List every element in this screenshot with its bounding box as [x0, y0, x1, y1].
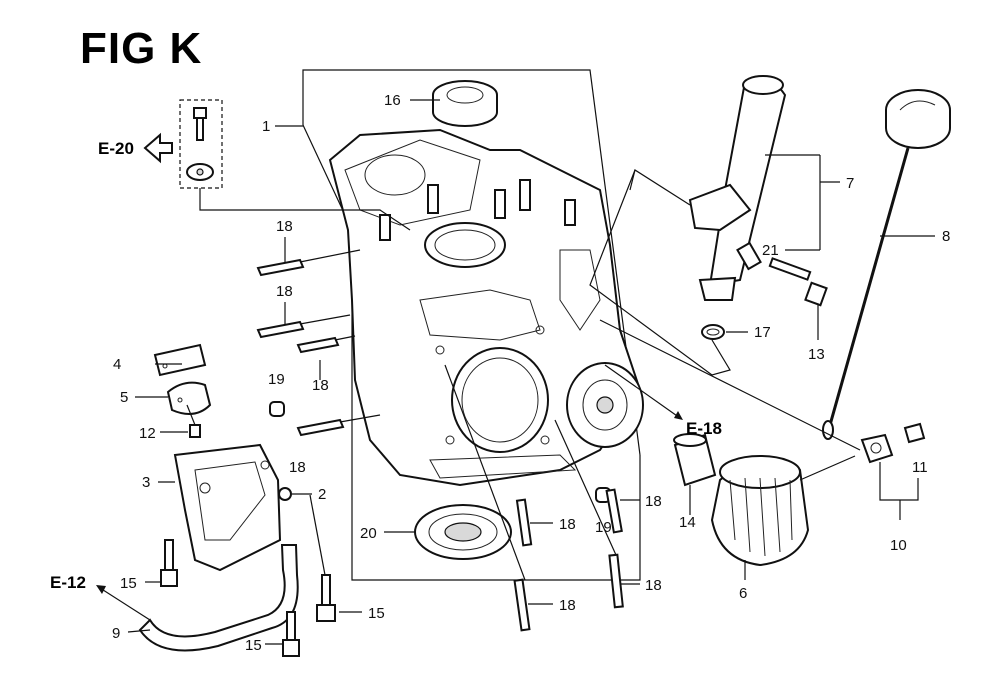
dipstick-part-8	[822, 89, 951, 440]
callout-18-e: 18	[559, 516, 576, 533]
leader-to-oil-switch	[599, 319, 861, 451]
callout-18-c: 18	[312, 377, 329, 394]
callout-15-bottom: 15	[245, 637, 262, 654]
o-ring-part-17	[701, 324, 725, 340]
callout-9: 9	[112, 625, 120, 642]
callout-11: 11	[912, 459, 928, 476]
callout-18-d: 18	[289, 459, 306, 476]
connector-part-11	[903, 422, 926, 444]
callout-17: 17	[754, 324, 771, 341]
callout-14: 14	[679, 514, 696, 531]
bracket-part-3	[173, 443, 282, 572]
callout-5: 5	[120, 389, 128, 406]
callout-8: 8	[942, 228, 950, 245]
callout-18-b: 18	[276, 283, 293, 300]
callout-19-a: 19	[268, 371, 285, 388]
bolt-part-13	[768, 257, 828, 307]
callout-4: 4	[113, 356, 121, 373]
oil-switch-part-10	[799, 433, 919, 520]
reference-e20: E-20	[98, 139, 134, 158]
reference-e12: E-12	[50, 573, 86, 592]
e12-leader	[96, 585, 151, 621]
e18-leader	[604, 364, 683, 420]
callout-18-g: 18	[645, 577, 662, 594]
callout-1: 1	[262, 118, 270, 135]
callout-6: 6	[739, 585, 747, 602]
stud-bolts-left	[256, 249, 381, 437]
callout-21: 21	[762, 242, 779, 259]
breather-hose-part-9	[138, 544, 299, 652]
oil-seal-part-16	[410, 80, 498, 127]
callout-19-b: 19	[595, 519, 612, 536]
e20-arrow-icon	[143, 132, 173, 164]
crankcase-part-1	[328, 128, 644, 487]
bearing-part-20	[384, 504, 512, 560]
gasket-part-5	[166, 381, 212, 415]
callout-18-f: 18	[645, 493, 662, 510]
cover-plate-part-4	[153, 343, 207, 377]
bolts-part-15	[160, 494, 336, 657]
callout-10: 10	[890, 537, 907, 554]
leader-lines-right-group	[589, 154, 840, 376]
callout-18-a: 18	[276, 218, 293, 235]
callout-3: 3	[142, 474, 150, 491]
callout-13: 13	[808, 346, 825, 363]
figure-title: FIG K	[80, 24, 203, 73]
bolt-part-2	[278, 487, 292, 501]
callout-15-right: 15	[368, 605, 385, 622]
callout-12: 12	[139, 425, 156, 442]
pin-part-21	[736, 241, 762, 271]
reference-labels: E-20 E-18 E-12	[50, 139, 722, 592]
stud-bolts-bottom	[444, 364, 624, 632]
callout-15-left: 15	[120, 575, 137, 592]
dipstick-tube-part-7	[629, 75, 787, 301]
e20-dashed-group	[179, 99, 411, 231]
callout-7: 7	[846, 175, 854, 192]
reference-e18: E-18	[686, 419, 722, 438]
filter-nipple-part-14	[673, 433, 717, 515]
callout-16: 16	[384, 92, 401, 109]
callout-18-h: 18	[559, 597, 576, 614]
callout-leaders	[127, 125, 640, 645]
callout-2: 2	[318, 486, 326, 503]
callout-20: 20	[360, 525, 377, 542]
callout-numbers: 1 2 3 4 5 6 7 8 9 10 11 12 13 14 15 15 1…	[112, 92, 950, 654]
bolt-part-12	[186, 404, 201, 438]
oil-filter-part-6	[710, 455, 810, 580]
